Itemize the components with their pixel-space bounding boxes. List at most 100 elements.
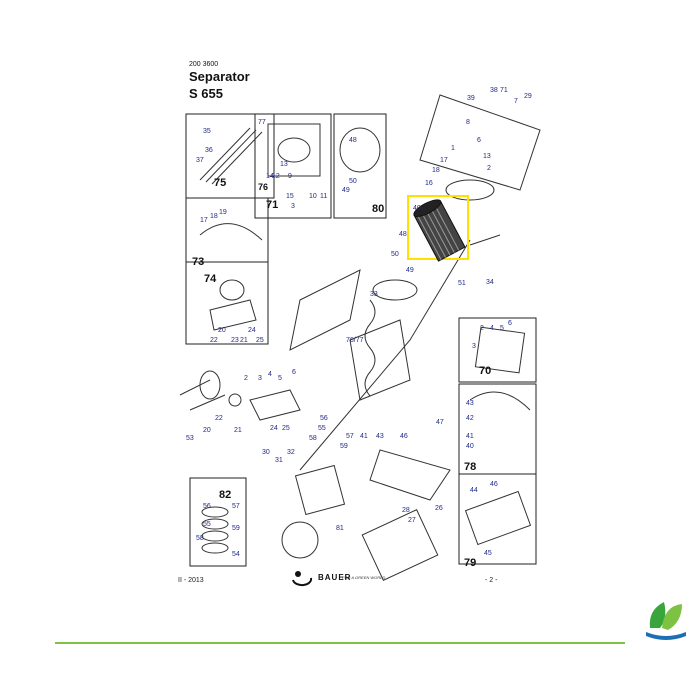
document-number: 200 3600 <box>189 61 219 68</box>
callout: 3 <box>472 343 476 350</box>
brand-name: BAUER <box>318 573 352 582</box>
callout: 13 <box>483 153 491 160</box>
callout: 51 <box>458 280 466 287</box>
document-date: II - 2013 <box>178 577 204 584</box>
callout: 26 <box>435 505 443 512</box>
leaf-logo-icon <box>646 602 686 640</box>
callout: 78 <box>464 461 476 473</box>
callout: 20 <box>203 427 211 434</box>
callout: 24 <box>270 425 278 432</box>
callout: 59 <box>340 443 348 450</box>
callout: 6 <box>508 320 512 327</box>
callout: 48 <box>399 231 407 238</box>
callout: 46 <box>490 481 498 488</box>
callout: 36 <box>205 147 213 154</box>
callout: 2 <box>487 165 491 172</box>
callout: 3 <box>291 203 295 210</box>
callout: 3 <box>258 375 262 382</box>
callout: 18 <box>432 167 440 174</box>
callout: 23 <box>231 337 239 344</box>
callout: 37 <box>196 157 204 164</box>
callout: 75 <box>214 177 226 189</box>
inset-frame-74 <box>185 261 269 345</box>
callout: 11 <box>320 193 327 200</box>
callout: 21 <box>240 337 248 344</box>
callout: 13 <box>280 161 288 168</box>
callout: 34 <box>486 279 494 286</box>
callout: 76/77 <box>346 337 364 344</box>
callout: 22 <box>210 337 218 344</box>
inset-frame-73 <box>185 197 269 263</box>
callout: 56 <box>320 415 328 422</box>
callout: 1 <box>451 145 455 152</box>
callout: 55 <box>318 425 326 432</box>
callout: 71 <box>266 199 278 211</box>
callout: 2 <box>244 375 248 382</box>
model-name: S 655 <box>189 86 223 101</box>
callout: 48 <box>349 137 357 144</box>
inset-frame-71 <box>254 113 332 219</box>
callout: 17 <box>200 217 208 224</box>
callout: 4 <box>490 325 494 332</box>
callout: 9 <box>288 173 292 180</box>
callout-labels: 35 37 36 77 75 76 48 49 50 80 14 12 13 9… <box>186 87 532 569</box>
callout: 18 <box>210 213 218 220</box>
callout: 25 <box>282 425 290 432</box>
callout: 32 <box>287 449 295 456</box>
callout: 20 <box>218 327 226 334</box>
callout: 71 <box>500 87 508 94</box>
callout: 33 <box>370 291 378 298</box>
document-page <box>170 52 555 595</box>
callout: 39 <box>467 95 475 102</box>
callout: 56 <box>203 503 211 510</box>
callout: 8 <box>466 119 470 126</box>
accent-divider <box>55 642 625 644</box>
document-title: Separator <box>189 69 250 84</box>
inset-frame-82 <box>189 477 247 567</box>
callout: 22 <box>215 415 223 422</box>
inset-frame-70 <box>458 317 537 383</box>
callout: 57 <box>232 503 240 510</box>
highlighted-screen <box>407 195 469 262</box>
callout: 25 <box>256 337 264 344</box>
callout: 40 <box>413 205 421 212</box>
callout: 27 <box>408 517 416 524</box>
callout: 47 <box>436 419 444 426</box>
callout: 80 <box>372 203 384 215</box>
callout: 12 <box>272 173 280 180</box>
callout: 81 <box>336 525 344 532</box>
callout: 46 <box>400 433 408 440</box>
callout: 17 <box>440 157 448 164</box>
callout: 59 <box>232 525 240 532</box>
callout: 49 <box>406 267 414 274</box>
callout: 29 <box>524 93 532 100</box>
callout: 2 <box>480 325 484 332</box>
callout: 79 <box>464 557 476 569</box>
callout: 58 <box>196 535 204 542</box>
callout: 74 <box>204 273 217 285</box>
callout: 38 <box>490 87 498 94</box>
callout: 57 <box>346 433 354 440</box>
callout: 4 <box>268 371 272 378</box>
brand-tagline: FOR A GREEN WORLD <box>342 575 386 580</box>
callout: 31 <box>275 457 283 464</box>
page-number: - 2 - <box>485 577 498 584</box>
callout: 21 <box>234 427 242 434</box>
callout: 45 <box>484 550 492 557</box>
bauer-logo-icon <box>292 571 313 587</box>
callout: 73 <box>192 256 204 268</box>
callout: 76 <box>258 182 268 192</box>
callout: 58 <box>309 435 317 442</box>
callout: 14 <box>266 173 274 180</box>
callout: 55 <box>203 521 211 528</box>
callout: 10 <box>309 193 317 200</box>
callout: 35 <box>203 128 211 135</box>
callout: 30 <box>262 449 270 456</box>
callout: 44 <box>470 487 478 494</box>
callout: 5 <box>500 325 504 332</box>
callout: 41 <box>466 433 474 440</box>
callout: 28 <box>402 507 410 514</box>
callout: 43 <box>376 433 384 440</box>
callout: 42 <box>466 415 474 422</box>
